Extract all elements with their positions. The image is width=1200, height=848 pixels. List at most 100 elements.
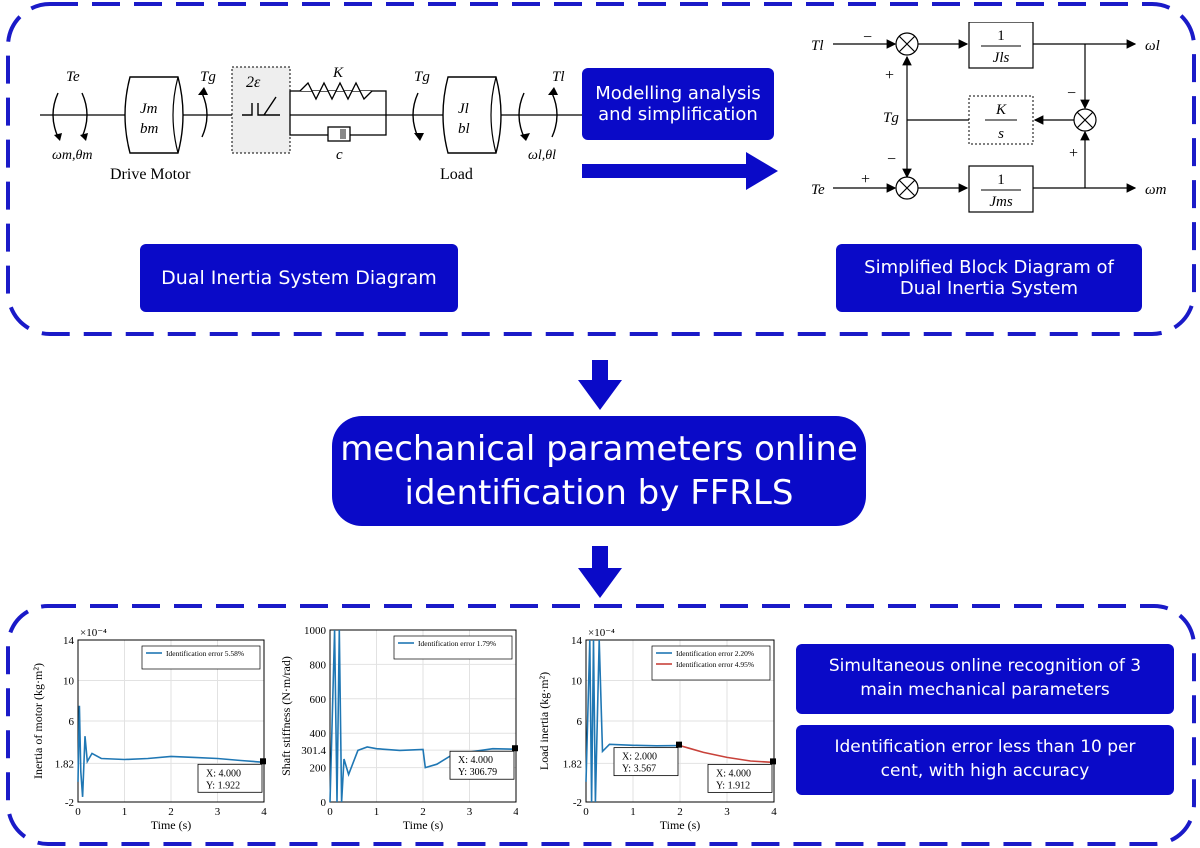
x-tick-label: 2 xyxy=(677,806,683,818)
sum-cross-bot xyxy=(898,179,916,197)
tl-label: Tl xyxy=(552,69,565,85)
omega-m-label: ωm,θm xyxy=(52,148,92,163)
tf-block-bot xyxy=(968,165,1034,213)
tf-mid-num: K xyxy=(995,102,1007,118)
spring-icon xyxy=(299,81,373,101)
x-tick-label: 3 xyxy=(215,806,221,818)
omega-l-arc-icon xyxy=(518,92,525,138)
datatip-box xyxy=(449,750,515,780)
omega-arrowhead-icon xyxy=(80,133,88,141)
legend-box xyxy=(393,635,513,660)
dual-inertia-schematic: Te ωm,θm Jm bm Drive Motor Tg 2ε K c Tg … xyxy=(40,65,595,183)
sign-plus-3: + xyxy=(1069,145,1078,162)
omega-arc-icon xyxy=(81,92,88,138)
motor-cylinder-rim xyxy=(172,76,179,154)
omega-l-out-label: ωl xyxy=(1145,38,1160,54)
dual-inertia-text: Dual Inertia System Diagram xyxy=(161,267,437,289)
datatip-box xyxy=(613,747,679,777)
tf-top-den: Jls xyxy=(993,50,1010,66)
omega-m-out-label: ωm xyxy=(1145,182,1167,198)
omega-l-arrowhead-icon xyxy=(520,133,530,141)
y-tick-label: 10 xyxy=(63,676,75,688)
y-axis-label: Load inertia (kg·m²) xyxy=(537,672,551,770)
top-panel-border xyxy=(6,2,1196,336)
note-accuracy-text: Identification error less than 10 per ce… xyxy=(834,737,1136,781)
datatip-box xyxy=(197,763,263,793)
datatip-x: X: 4.000 xyxy=(716,768,751,779)
backlash-label: 2ε xyxy=(246,74,261,91)
omega-l-label: ωl,θl xyxy=(528,148,556,163)
damper-icon xyxy=(327,126,351,142)
x-tick-label: 1 xyxy=(374,806,380,818)
x-tick-label: 1 xyxy=(630,806,636,818)
spring-label: K xyxy=(332,65,344,81)
te-label: Te xyxy=(66,69,80,85)
datatip-box xyxy=(707,763,773,793)
y-tick-label: 800 xyxy=(310,659,327,671)
y-tick-label: 1.82 xyxy=(563,758,582,770)
drive-motor-label: Drive Motor xyxy=(110,166,191,183)
datatip-y: Y: 306.79 xyxy=(458,767,497,778)
load-label: Load xyxy=(440,166,473,183)
bm-label: bm xyxy=(140,121,159,137)
y-axis-label: Inertia of motor (kg·m²) xyxy=(31,663,45,779)
datatip-y: Y: 1.912 xyxy=(716,780,750,791)
bottom-panel-border xyxy=(6,604,1196,846)
sign-plus-1: + xyxy=(885,67,894,84)
x-tick-label: 1 xyxy=(122,806,128,818)
y-tick-label: 200 xyxy=(310,763,327,775)
series-line xyxy=(77,705,265,797)
sign-minus-2: − xyxy=(887,151,896,168)
block-te-label: Te xyxy=(811,182,825,198)
sum-cross-mid xyxy=(1076,111,1094,129)
dual-inertia-label: Dual Inertia System Diagram xyxy=(140,244,458,312)
legend-entry: Identification error 1.79% xyxy=(418,639,496,648)
tl-torque-icon xyxy=(551,92,558,138)
modelling-label: Modelling analysis and simplification xyxy=(582,68,774,140)
x-tick-label: 2 xyxy=(168,806,174,818)
y-tick-label: -2 xyxy=(65,797,74,809)
jl-label: Jl xyxy=(458,101,469,117)
backlash-box xyxy=(231,66,291,154)
tf-block-top xyxy=(968,22,1034,69)
sign-plus-2: + xyxy=(861,171,870,188)
sign-minus-1: − xyxy=(863,29,872,46)
block-diagram: Tl − 1 Jls ωl − K s Tg + − Te + 1 Jms ωm… xyxy=(811,22,1167,213)
y-tick-label: 400 xyxy=(310,728,327,740)
sum-cross-top xyxy=(898,35,916,53)
x-axis-label: Time (s) xyxy=(403,818,444,832)
center-title: mechanical parameters online identificat… xyxy=(332,416,866,526)
plot-frame xyxy=(585,639,775,803)
note-accuracy: Identification error less than 10 per ce… xyxy=(796,725,1174,795)
plot-frame xyxy=(77,639,265,803)
y-tick-label: 6 xyxy=(69,716,75,728)
te-torque-icon xyxy=(52,92,59,138)
datatip-marker xyxy=(260,758,266,765)
tg-label-1: Tg xyxy=(200,69,216,85)
legend-entry: Identification error 2.20% xyxy=(676,649,754,658)
load-cylinder-rim xyxy=(490,76,497,154)
series-line xyxy=(679,744,775,764)
block-diagram-label: Simplified Block Diagram of Dual Inertia… xyxy=(836,244,1142,312)
tf-mid-den: s xyxy=(998,126,1004,142)
modelling-text: Modelling analysis and simplification xyxy=(595,83,761,125)
legend-entry: Identification error 5.58% xyxy=(166,649,244,658)
y-tick-label: 14 xyxy=(571,635,583,647)
damper-label: c xyxy=(336,147,343,163)
sign-minus-3: − xyxy=(1067,85,1076,102)
y-scale-note: ×10⁻⁴ xyxy=(588,627,615,639)
series-line xyxy=(585,639,681,803)
datatip-y: Y: 3.567 xyxy=(622,764,656,775)
block-tl-label: Tl xyxy=(811,38,824,54)
jm-label: Jm xyxy=(140,101,158,117)
datatip-marker xyxy=(676,741,682,748)
x-tick-label: 4 xyxy=(513,806,518,818)
x-tick-label: 3 xyxy=(724,806,730,818)
legend-box xyxy=(141,645,261,670)
y-axis-label: Shaft stiffness (N·m/rad) xyxy=(279,656,293,776)
y-tick-label: 1.82 xyxy=(55,758,74,770)
y-scale-note: ×10⁻⁴ xyxy=(80,627,107,639)
